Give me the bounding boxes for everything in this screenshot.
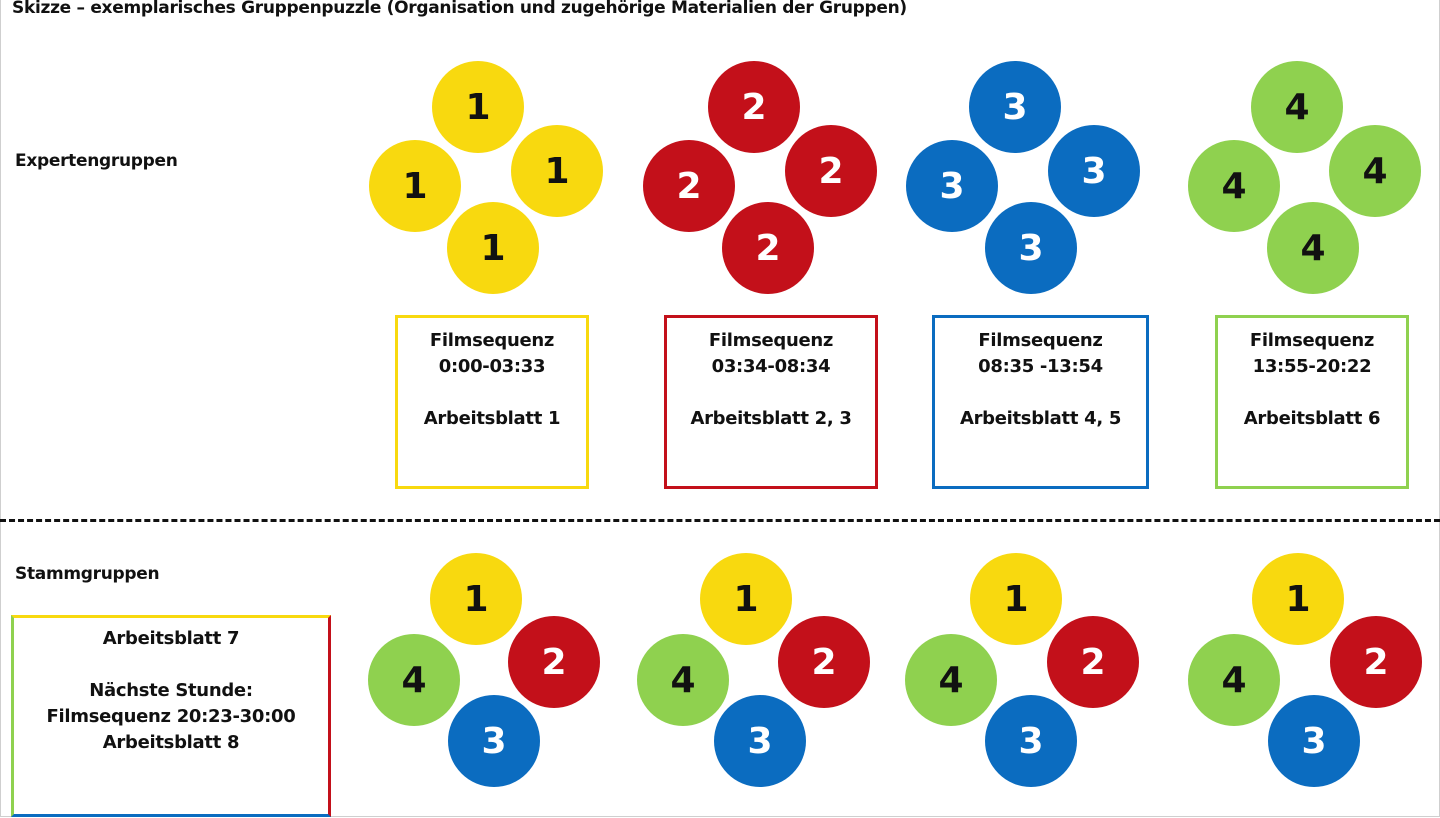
group-member-circle: 1: [432, 61, 524, 153]
group-member-circle: 2: [722, 202, 814, 294]
home-groups-label: Stammgruppen: [15, 564, 160, 584]
home-box-next-sequence: Filmsequenz 20:23-30:00: [46, 706, 296, 727]
group-member-circle: 1: [700, 553, 792, 645]
group-member-circle: 2: [643, 140, 735, 232]
group-member-circle: 3: [969, 61, 1061, 153]
expert-material-box-4: Filmsequenz 13:55-20:22 Arbeitsblatt 6: [1215, 315, 1409, 489]
home-box-next-label: Nächste Stunde:: [89, 680, 253, 701]
group-member-circle: 2: [1047, 616, 1139, 708]
box-time: 08:35 -13:54: [978, 356, 1103, 377]
group-member-circle: 1: [1252, 553, 1344, 645]
group-member-circle: 3: [985, 202, 1077, 294]
box-worksheet: Arbeitsblatt 2, 3: [690, 408, 852, 429]
group-member-circle: 3: [448, 695, 540, 787]
expert-groups-label: Expertengruppen: [15, 151, 178, 171]
group-member-circle: 1: [369, 140, 461, 232]
section-divider: [0, 519, 1440, 522]
group-member-circle: 2: [508, 616, 600, 708]
group-member-circle: 4: [1188, 140, 1280, 232]
expert-material-box-2: Filmsequenz 03:34-08:34 Arbeitsblatt 2, …: [664, 315, 878, 489]
box-time: 0:00-03:33: [438, 356, 546, 377]
group-member-circle: 4: [1329, 125, 1421, 217]
group-member-circle: 2: [1330, 616, 1422, 708]
group-member-circle: 1: [430, 553, 522, 645]
group-member-circle: 4: [1267, 202, 1359, 294]
box-time: 03:34-08:34: [711, 356, 831, 377]
group-member-circle: 1: [511, 125, 603, 217]
group-member-circle: 4: [368, 634, 460, 726]
group-member-circle: 1: [447, 202, 539, 294]
expert-material-box-3: Filmsequenz 08:35 -13:54 Arbeitsblatt 4,…: [932, 315, 1149, 489]
group-member-circle: 2: [708, 61, 800, 153]
group-member-circle: 4: [637, 634, 729, 726]
group-member-circle: 3: [1268, 695, 1360, 787]
box-worksheet: Arbeitsblatt 6: [1243, 408, 1381, 429]
group-member-circle: 3: [1048, 125, 1140, 217]
group-member-circle: 3: [714, 695, 806, 787]
group-member-circle: 3: [906, 140, 998, 232]
box-sequence-label: Filmsequenz: [708, 330, 834, 351]
home-box-next-worksheet: Arbeitsblatt 8: [102, 732, 240, 753]
box-sequence-label: Filmsequenz: [429, 330, 555, 351]
box-worksheet: Arbeitsblatt 1: [423, 408, 561, 429]
group-member-circle: 3: [985, 695, 1077, 787]
group-member-circle: 2: [778, 616, 870, 708]
home-box-worksheet: Arbeitsblatt 7: [102, 628, 240, 649]
home-material-box: Arbeitsblatt 7 Nächste Stunde: Filmseque…: [11, 615, 331, 817]
expert-material-box-1: Filmsequenz 0:00-03:33 Arbeitsblatt 1: [395, 315, 589, 489]
box-sequence-label: Filmsequenz: [1249, 330, 1375, 351]
group-member-circle: 4: [1188, 634, 1280, 726]
group-member-circle: 4: [1251, 61, 1343, 153]
box-worksheet: Arbeitsblatt 4, 5: [959, 408, 1122, 429]
box-time: 13:55-20:22: [1252, 356, 1372, 377]
group-member-circle: 2: [785, 125, 877, 217]
group-member-circle: 1: [970, 553, 1062, 645]
box-sequence-label: Filmsequenz: [978, 330, 1103, 351]
diagram-title: Skizze – exemplarisches Gruppenpuzzle (O…: [12, 0, 907, 18]
group-member-circle: 4: [905, 634, 997, 726]
